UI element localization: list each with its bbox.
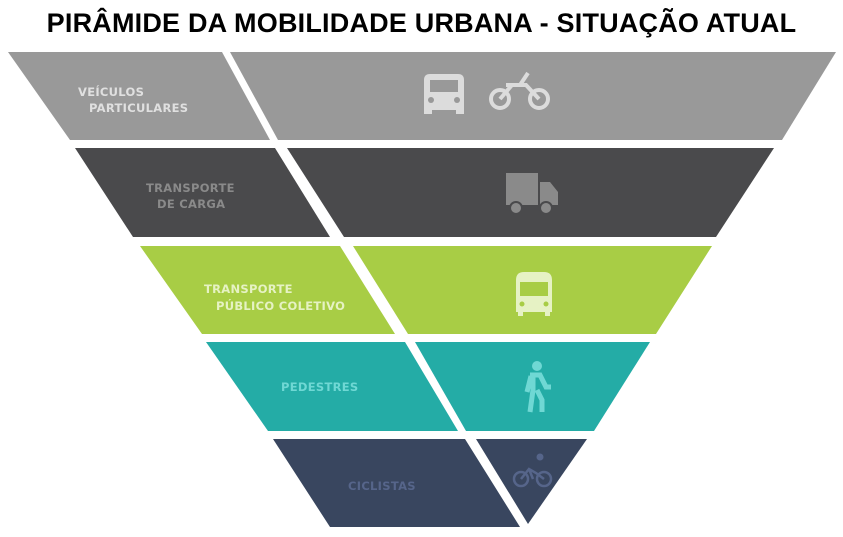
level-label-segment bbox=[8, 52, 270, 140]
level-label-segment bbox=[75, 148, 330, 237]
level-label-line: TRANSPORTE bbox=[204, 282, 293, 296]
level-label-segment bbox=[206, 342, 458, 431]
level-private-vehicles: VEÍCULOS PARTICULARES bbox=[8, 52, 836, 140]
level-label-segment bbox=[273, 439, 520, 527]
page-title: PIRÂMIDE DA MOBILIDADE URBANA - SITUAÇÃO… bbox=[46, 8, 797, 38]
level-label-line: VEÍCULOS bbox=[78, 84, 144, 99]
level-label-line: CICLISTAS bbox=[348, 479, 416, 493]
level-pedestrians: PEDESTRES bbox=[206, 342, 650, 431]
pedestrian-icon bbox=[524, 361, 551, 413]
level-cyclists: CICLISTAS bbox=[273, 439, 587, 527]
motorcycle-icon bbox=[489, 71, 550, 110]
level-cargo-transport: TRANSPORTE DE CARGA bbox=[75, 148, 774, 237]
level-label-line: PARTICULARES bbox=[89, 101, 188, 115]
cyclist-icon bbox=[512, 453, 553, 488]
car-icon bbox=[424, 74, 464, 114]
truck-icon bbox=[506, 173, 558, 215]
level-label-line: PÚBLICO COLETIVO bbox=[216, 298, 345, 313]
level-label-segment bbox=[140, 246, 395, 334]
bus-icon bbox=[516, 272, 552, 316]
level-icon-segment bbox=[476, 439, 587, 524]
level-label-line: DE CARGA bbox=[157, 197, 225, 211]
level-icon-segment bbox=[230, 52, 836, 140]
level-public-transport: TRANSPORTE PÚBLICO COLETIVO bbox=[140, 246, 712, 334]
level-label-line: TRANSPORTE bbox=[146, 181, 235, 195]
level-label-line: PEDESTRES bbox=[281, 380, 359, 394]
